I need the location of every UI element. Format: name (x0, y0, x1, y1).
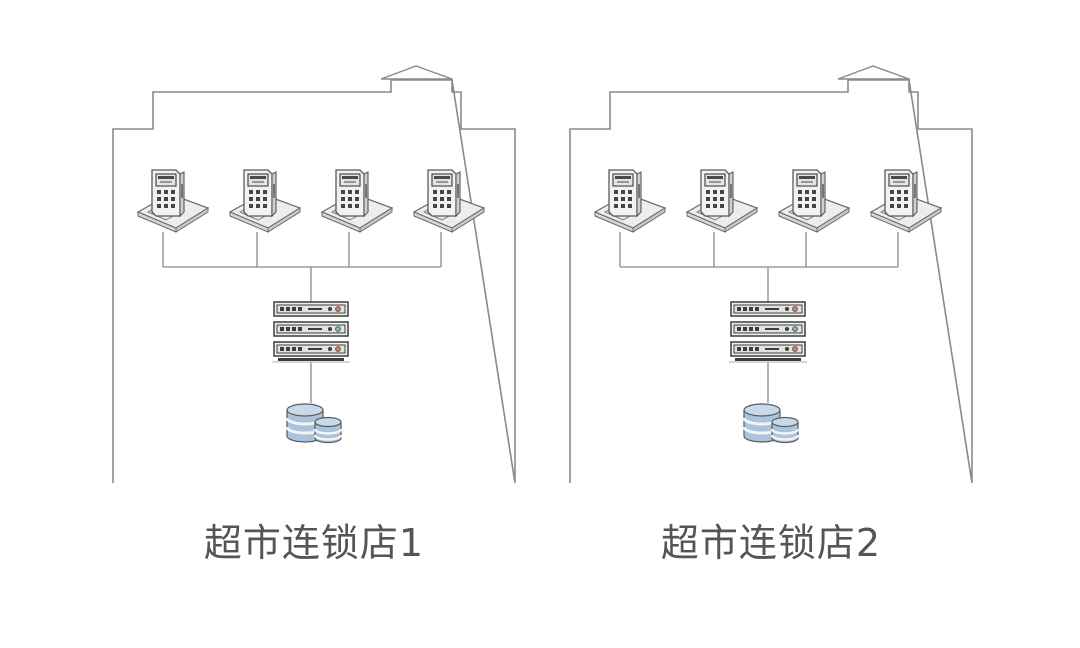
server-rack-icon (728, 301, 808, 363)
database-icon (285, 402, 343, 444)
pos-terminal-icon (686, 169, 758, 233)
roof-vent (380, 65, 453, 80)
network-lines (162, 232, 442, 403)
pos-terminal-icon (321, 169, 393, 233)
pos-terminal-icon (229, 169, 301, 233)
store-1-label: 超市连锁店1 (203, 521, 425, 565)
roof-vent (837, 65, 910, 80)
pos-terminal-icon (778, 169, 850, 233)
pos-terminal-icon (594, 169, 666, 233)
store-1 (112, 65, 516, 484)
store-2-label: 超市连锁店2 (660, 521, 882, 565)
database-icon (742, 402, 800, 444)
network-lines (619, 232, 899, 403)
store-2 (569, 65, 973, 484)
pos-terminal-icon (137, 169, 209, 233)
server-rack-icon (271, 301, 351, 363)
